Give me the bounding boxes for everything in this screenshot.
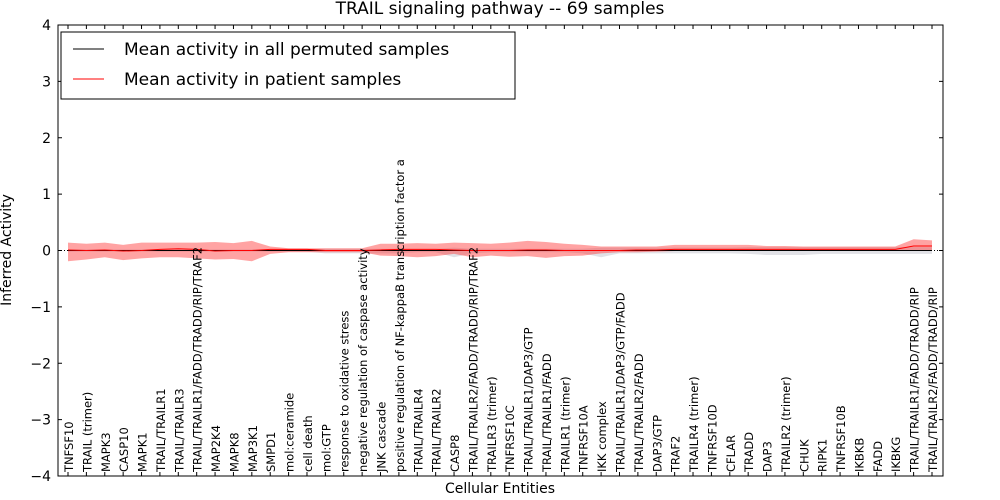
x-category-label: TNFRSF10A xyxy=(577,405,591,473)
y-tick-label: 0 xyxy=(42,244,51,260)
series-line-2 xyxy=(67,245,932,252)
x-category-label: IKBKG xyxy=(889,437,903,472)
x-category-label: MAP2K4 xyxy=(209,425,223,472)
x-category-label: TRAILR1 (trimer) xyxy=(558,376,572,473)
y-tick-label: 1 xyxy=(42,187,51,203)
y-tick-label: −3 xyxy=(30,413,51,429)
x-category-label: TRAIL (trimer) xyxy=(80,392,94,473)
chart-title: TRAIL signaling pathway -- 69 samples xyxy=(335,0,665,19)
x-category-label: MAPK8 xyxy=(227,432,241,472)
x-category-label: TRAIL/TRAILR2/FADD xyxy=(632,353,646,473)
x-category-label: cell death xyxy=(301,415,315,472)
y-tick-label: −4 xyxy=(30,469,51,485)
x-category-label: TRAIL/TRAILR1/DAP3/GTP xyxy=(522,327,536,473)
x-category-label: negative regulation of caspase activity xyxy=(356,248,370,472)
x-category-label: TRAILR3 (trimer) xyxy=(485,376,499,473)
x-category-label: TRAILR2 (trimer) xyxy=(779,376,793,473)
x-category-label: TNFSF10 xyxy=(62,421,76,473)
x-category-label: mol:ceramide xyxy=(283,393,297,472)
x-category-label: JNK cascade xyxy=(375,402,389,473)
x-category-label: TRAIL/TRAILR1/DAP3/GTP/FADD xyxy=(613,292,627,473)
x-category-label: TRAIL/TRAILR1/FADD/TRADD/RIP xyxy=(908,287,922,473)
x-category-label: TRAIL/TRAILR1/FADD/TRADD/RIP/TRAF2 xyxy=(191,247,205,473)
x-category-label: response to oxidative stress xyxy=(338,311,352,472)
y-tick-label: −2 xyxy=(30,356,51,372)
y-axis-label: Inferred Activity xyxy=(0,194,15,306)
legend-box xyxy=(60,31,516,100)
x-category-label: TNFRSF10D xyxy=(705,404,719,473)
y-tick-label: −1 xyxy=(30,300,51,316)
x-axis-label: Cellular Entities xyxy=(445,481,555,497)
x-category-label: mol:GTP xyxy=(319,424,333,472)
x-category-label: TRAILR4 (trimer) xyxy=(687,376,701,473)
x-category-label: TRAIL/TRAILR2 xyxy=(430,388,444,473)
x-category-label: TRAIL/TRAILR2/FADD/TRADD/RIP xyxy=(926,287,940,473)
x-category-label: CFLAR xyxy=(724,435,738,472)
x-category-label: TRAF2 xyxy=(669,436,683,473)
x-category-label: TRADD xyxy=(742,432,756,473)
x-category-label: IKBKB xyxy=(852,438,866,472)
legend-label-2: Mean activity in patient samples xyxy=(124,70,401,90)
y-tick-label: 2 xyxy=(42,131,51,147)
y-tick-label: 4 xyxy=(42,18,51,34)
x-category-label: TRAIL/TRAILR1 xyxy=(154,388,168,473)
x-category-label: SMPD1 xyxy=(264,432,278,472)
legend-label-1: Mean activity in all permuted samples xyxy=(124,40,449,60)
x-category-label: DAP3/GTP xyxy=(650,415,664,472)
x-category-label: TRAIL/TRAILR1/FADD xyxy=(540,353,554,473)
x-category-label: TRAIL/TRAILR4 xyxy=(411,388,425,473)
x-category-label: TNFRSF10C xyxy=(503,405,517,473)
x-category-label: positive regulation of NF-kappaB transcr… xyxy=(393,159,407,472)
x-category-label: TRAIL/TRAILR2/FADD/TRADD/RIP/TRAF2 xyxy=(466,247,480,473)
y-tick-label: 3 xyxy=(42,74,51,90)
x-category-label: CASP8 xyxy=(448,435,462,472)
x-category-label: IKK complex xyxy=(595,401,609,472)
x-category-label: MAPK3 xyxy=(99,432,113,472)
x-category-label: CHUK xyxy=(797,439,811,472)
x-category-label: DAP3 xyxy=(761,441,775,472)
x-category-label: CASP10 xyxy=(117,427,131,472)
x-category-label: MAPK1 xyxy=(136,432,150,472)
x-category-label: MAP3K1 xyxy=(246,425,260,472)
x-category-label: FADD xyxy=(871,441,885,472)
x-category-label: TRAIL/TRAILR3 xyxy=(172,388,186,473)
x-category-label: TNFRSF10B xyxy=(834,405,848,473)
x-category-label: RIPK1 xyxy=(816,439,830,472)
plot-frame xyxy=(57,24,944,477)
